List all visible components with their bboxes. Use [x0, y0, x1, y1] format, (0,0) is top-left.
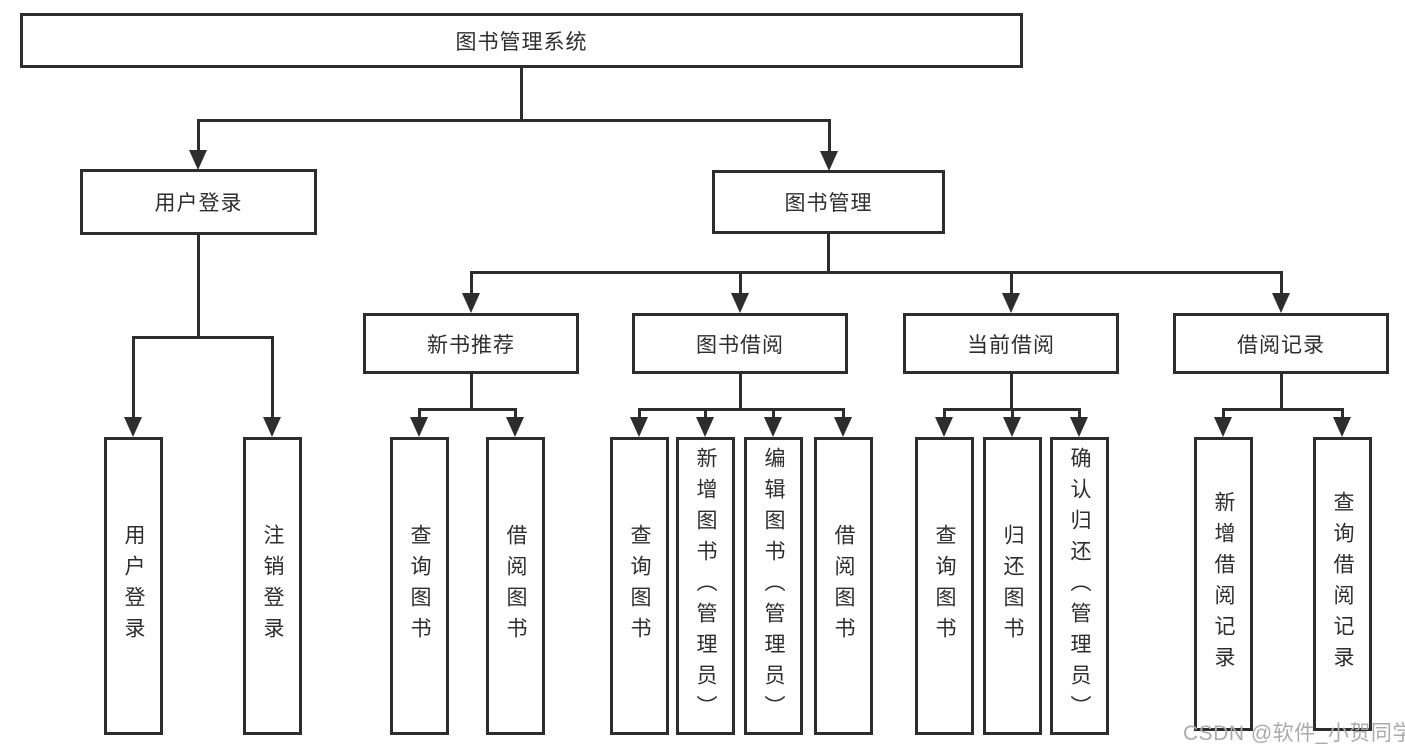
- connector-line: [638, 408, 641, 423]
- arrow-down-icon: [506, 417, 524, 437]
- arrow-down-icon: [263, 417, 281, 437]
- connector-line: [739, 372, 742, 410]
- arrow-down-icon: [630, 417, 648, 437]
- connector-line: [418, 408, 421, 423]
- connector-line: [418, 408, 517, 411]
- arrow-down-icon: [1214, 417, 1232, 437]
- root-node-label: 图书管理系统: [455, 30, 588, 54]
- connector-line: [197, 119, 200, 157]
- leaf-borrow-book-recommend: 借阅图书: [486, 437, 545, 735]
- leaf-query-book-recommend: 查询图书: [390, 437, 449, 735]
- leaf-query-book-borrow: 查询图书: [610, 437, 669, 735]
- leaf-logout-login-label: 注销登录: [261, 524, 284, 648]
- arrow-down-icon: [410, 417, 428, 437]
- root-node-library-management-system: 图书管理系统: [20, 13, 1023, 68]
- book-management-node-label: 图书管理: [784, 192, 873, 215]
- connector-line: [1222, 408, 1225, 423]
- connector-line: [197, 119, 831, 122]
- connector-line: [271, 336, 274, 420]
- connector-line: [704, 408, 707, 423]
- current-borrow-label: 当前借阅: [967, 333, 1055, 357]
- arrow-down-icon: [1272, 293, 1290, 313]
- connector-line: [739, 271, 742, 296]
- connector-line: [1010, 271, 1013, 296]
- connector-line: [772, 408, 775, 423]
- leaf-logout-login: 注销登录: [243, 437, 302, 735]
- leaf-edit-book-admin-label: 编辑图书（管理员）: [762, 446, 785, 726]
- leaf-user-login-label: 用户登录: [122, 524, 145, 648]
- arrow-down-icon: [935, 417, 953, 437]
- arrow-down-icon: [1003, 417, 1021, 437]
- connector-line: [132, 336, 135, 420]
- borrow-record-label: 借阅记录: [1237, 333, 1325, 357]
- new-book-recommend-node: 新书推荐: [363, 313, 579, 374]
- leaf-query-book-borrow-label: 查询图书: [628, 524, 651, 648]
- connector-line: [827, 232, 830, 274]
- arrow-down-icon: [124, 417, 142, 437]
- connector-line: [197, 232, 200, 338]
- connector-line: [470, 271, 473, 296]
- leaf-add-borrow-record-label: 新增借阅记录: [1212, 491, 1235, 677]
- arrow-down-icon: [1333, 417, 1351, 437]
- connector-line: [1280, 271, 1283, 296]
- connector-line: [943, 408, 946, 423]
- connector-line: [520, 66, 523, 121]
- connector-line: [470, 271, 1283, 274]
- user-login-node-label: 用户登录: [154, 192, 243, 215]
- leaf-edit-book-admin: 编辑图书（管理员）: [744, 437, 803, 735]
- borrow-record-node: 借阅记录: [1173, 313, 1389, 374]
- leaf-query-borrow-record-label: 查询借阅记录: [1331, 491, 1354, 677]
- arrow-down-icon: [820, 151, 838, 171]
- arrow-down-icon: [731, 293, 749, 313]
- connector-line: [842, 408, 845, 423]
- connector-line: [828, 119, 831, 158]
- leaf-query-book-current: 查询图书: [915, 437, 974, 735]
- arrow-down-icon: [764, 417, 782, 437]
- connector-line: [470, 372, 473, 410]
- book-management-node: 图书管理: [712, 170, 945, 234]
- user-login-node: 用户登录: [80, 169, 317, 235]
- leaf-query-book-recommend-label: 查询图书: [408, 524, 431, 648]
- leaf-borrow-book-recommend-label: 借阅图书: [504, 524, 527, 648]
- connector-line: [132, 336, 274, 339]
- leaf-user-login: 用户登录: [104, 437, 163, 735]
- book-borrow-node: 图书借阅: [632, 313, 848, 374]
- connector-line: [1011, 408, 1014, 423]
- leaf-return-book: 归还图书: [983, 437, 1042, 735]
- leaf-borrow-book-label: 借阅图书: [832, 524, 855, 648]
- book-borrow-label: 图书借阅: [696, 333, 784, 357]
- arrow-down-icon: [696, 417, 714, 437]
- connector-line: [514, 408, 517, 423]
- leaf-confirm-return-admin: 确认归还（管理员）: [1050, 437, 1109, 735]
- connector-line: [638, 408, 845, 411]
- connector-line: [1222, 408, 1344, 411]
- connector-line: [1010, 372, 1013, 410]
- leaf-add-book-admin-label: 新增图书（管理员）: [694, 446, 717, 726]
- leaf-borrow-book: 借阅图书: [814, 437, 873, 735]
- arrow-down-icon: [462, 293, 480, 313]
- new-book-recommend-label: 新书推荐: [427, 333, 515, 357]
- leaf-return-book-label: 归还图书: [1001, 524, 1024, 648]
- arrow-down-icon: [1070, 417, 1088, 437]
- leaf-confirm-return-admin-label: 确认归还（管理员）: [1068, 446, 1091, 726]
- arrow-down-icon: [1002, 293, 1020, 313]
- arrow-down-icon: [189, 150, 207, 170]
- leaf-add-book-admin: 新增图书（管理员）: [676, 437, 735, 735]
- connector-line: [1341, 408, 1344, 423]
- current-borrow-node: 当前借阅: [903, 313, 1119, 374]
- arrow-down-icon: [834, 417, 852, 437]
- csdn-watermark: CSDN @软件_小贺同学: [1183, 722, 1405, 745]
- leaf-add-borrow-record: 新增借阅记录: [1194, 437, 1253, 731]
- leaf-query-book-current-label: 查询图书: [933, 524, 956, 648]
- connector-line: [1280, 372, 1283, 410]
- leaf-query-borrow-record: 查询借阅记录: [1313, 437, 1372, 731]
- connector-line: [1078, 408, 1081, 423]
